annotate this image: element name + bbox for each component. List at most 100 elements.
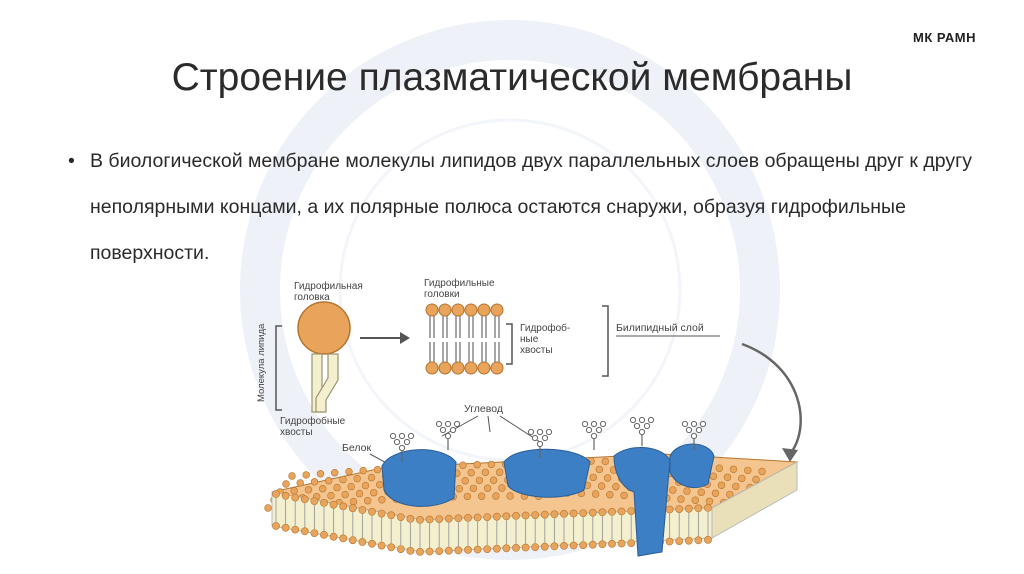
carbohydrate-unit [531, 434, 539, 442]
membrane-lipid-head [310, 497, 319, 505]
small-bilayer [425, 303, 504, 375]
membrane-lipid-head [684, 536, 693, 545]
membrane-lipid-head [367, 473, 376, 482]
membrane-lipid-head [339, 502, 348, 511]
label-hydrophilic-heads-1: Гидрофильные [424, 277, 495, 289]
membrane-diagram: Гидрофильная головка Молекула липида Гид… [256, 277, 802, 557]
lipid-head [451, 361, 465, 375]
membrane-lipid-head [377, 509, 386, 518]
membrane-protein [613, 446, 671, 557]
membrane-lipid-head [603, 474, 612, 482]
membrane-lipid-head [608, 539, 616, 548]
membrane-lipid-head [531, 543, 540, 551]
membrane-lipid-head [272, 522, 280, 530]
membrane-lipid-head [291, 493, 300, 502]
membrane-lipid-head [310, 478, 319, 486]
membrane-lipid-head [425, 547, 434, 556]
carbohydrate-unit [444, 420, 452, 428]
membrane-lipid-head [463, 492, 472, 501]
membrane-lipid-head [316, 470, 325, 478]
membrane-lipid-head [601, 457, 609, 466]
membrane-lipid-head [705, 497, 714, 506]
carbohydrate-unit [633, 422, 641, 430]
membrane-lipid-head [598, 540, 607, 549]
membrane-lipid-head [691, 496, 699, 504]
membrane-lipid-head [300, 527, 309, 536]
membrane-lipid-head [495, 468, 504, 476]
label-hydrophobic-tails-right-2: ные [520, 334, 539, 345]
membrane-lipid-head [370, 489, 378, 497]
carbohydrate-unit [407, 432, 415, 440]
lipid-head [451, 303, 465, 317]
curved-arrow-head [782, 448, 798, 462]
brand-label: МК РАМН [912, 30, 976, 45]
membrane-lipid-head [569, 541, 578, 550]
membrane-lipid-head [396, 513, 405, 521]
membrane-lipid-head [373, 465, 382, 474]
membrane-lipid-head [324, 477, 333, 485]
membrane-lipid-head [355, 489, 364, 498]
membrane-lipid-head [348, 504, 357, 513]
carbohydrate-unit [545, 428, 553, 436]
tails-bracket [506, 323, 513, 365]
lipid-head [464, 303, 478, 317]
membrane-lipid-head [358, 538, 367, 546]
membrane-lipid-head [560, 509, 568, 518]
lipid-head [425, 361, 439, 375]
membrane-lipid-head [481, 468, 490, 477]
membrane-lipid-head [345, 467, 353, 476]
label-hydrophobic-tails-right-3: хвосты [520, 345, 553, 356]
carbohydrate-unit [541, 434, 549, 442]
membrane-lipid-head [469, 484, 478, 493]
membrane-side-face [711, 461, 798, 539]
membrane-lipid-head [329, 532, 338, 541]
membrane-lipid-head [608, 507, 616, 516]
membrane-lipid-head [396, 545, 405, 553]
membrane-lipid-head [492, 492, 500, 500]
carbohydrate-unit [695, 426, 703, 434]
membrane-lipid-head [606, 491, 614, 499]
slide-title: Строение плазматической мембраны [171, 56, 853, 99]
membrane-lipid-head [729, 465, 738, 474]
membrane-lipid-head [363, 497, 372, 505]
membrane-lipid-head [683, 487, 691, 495]
carbohydrate-unit [403, 438, 411, 446]
carbohydrate-unit [527, 428, 535, 436]
membrane-lipid-head [598, 508, 607, 517]
membrane-lipid-head [300, 495, 309, 504]
label-lipid-molecule: Молекула липида [256, 323, 267, 402]
membrane-lipid-head [282, 480, 290, 488]
carbohydrate-unit [595, 426, 603, 434]
membrane-lipid-head [709, 472, 717, 480]
membrane-lipid-head [473, 513, 482, 522]
carbohydrate-unit [581, 420, 589, 428]
membrane-lipid-head [288, 472, 296, 480]
membrane-lipid-head [531, 511, 540, 519]
carbohydrate-unit [690, 420, 698, 428]
carbohydrate-pointer-lines [441, 415, 541, 443]
membrane-lipid-head [738, 474, 746, 483]
membrane-lipid-head [752, 475, 760, 484]
membrane-lipid-head [455, 485, 463, 493]
membrane-lipid-head [341, 490, 349, 499]
membrane-lipid-head [492, 544, 501, 553]
bilayer-bracket [602, 305, 609, 377]
membrane-lipid-head [473, 545, 482, 554]
membrane-lipid-head [715, 464, 723, 472]
bullet-list: • В биологической мембране молекулы липи… [68, 138, 988, 276]
curved-arrow [741, 342, 802, 455]
lipid-head [490, 303, 504, 317]
membrane-lipid-head [627, 539, 636, 547]
membrane-lipid-head [502, 512, 511, 521]
membrane-lipid-head [387, 543, 396, 552]
lipid-head [438, 303, 452, 317]
membrane-lipid-head [540, 542, 549, 551]
membrane-lipid-head [320, 530, 328, 539]
lipid-head [477, 303, 491, 317]
carbohydrate-unit [389, 432, 397, 440]
membrane-lipid-head [579, 509, 588, 517]
membrane-lipid-head [704, 535, 712, 544]
membrane-lipid-head [359, 466, 367, 475]
membrane-lipid-head [597, 482, 606, 490]
carbohydrate-unit [398, 444, 406, 452]
